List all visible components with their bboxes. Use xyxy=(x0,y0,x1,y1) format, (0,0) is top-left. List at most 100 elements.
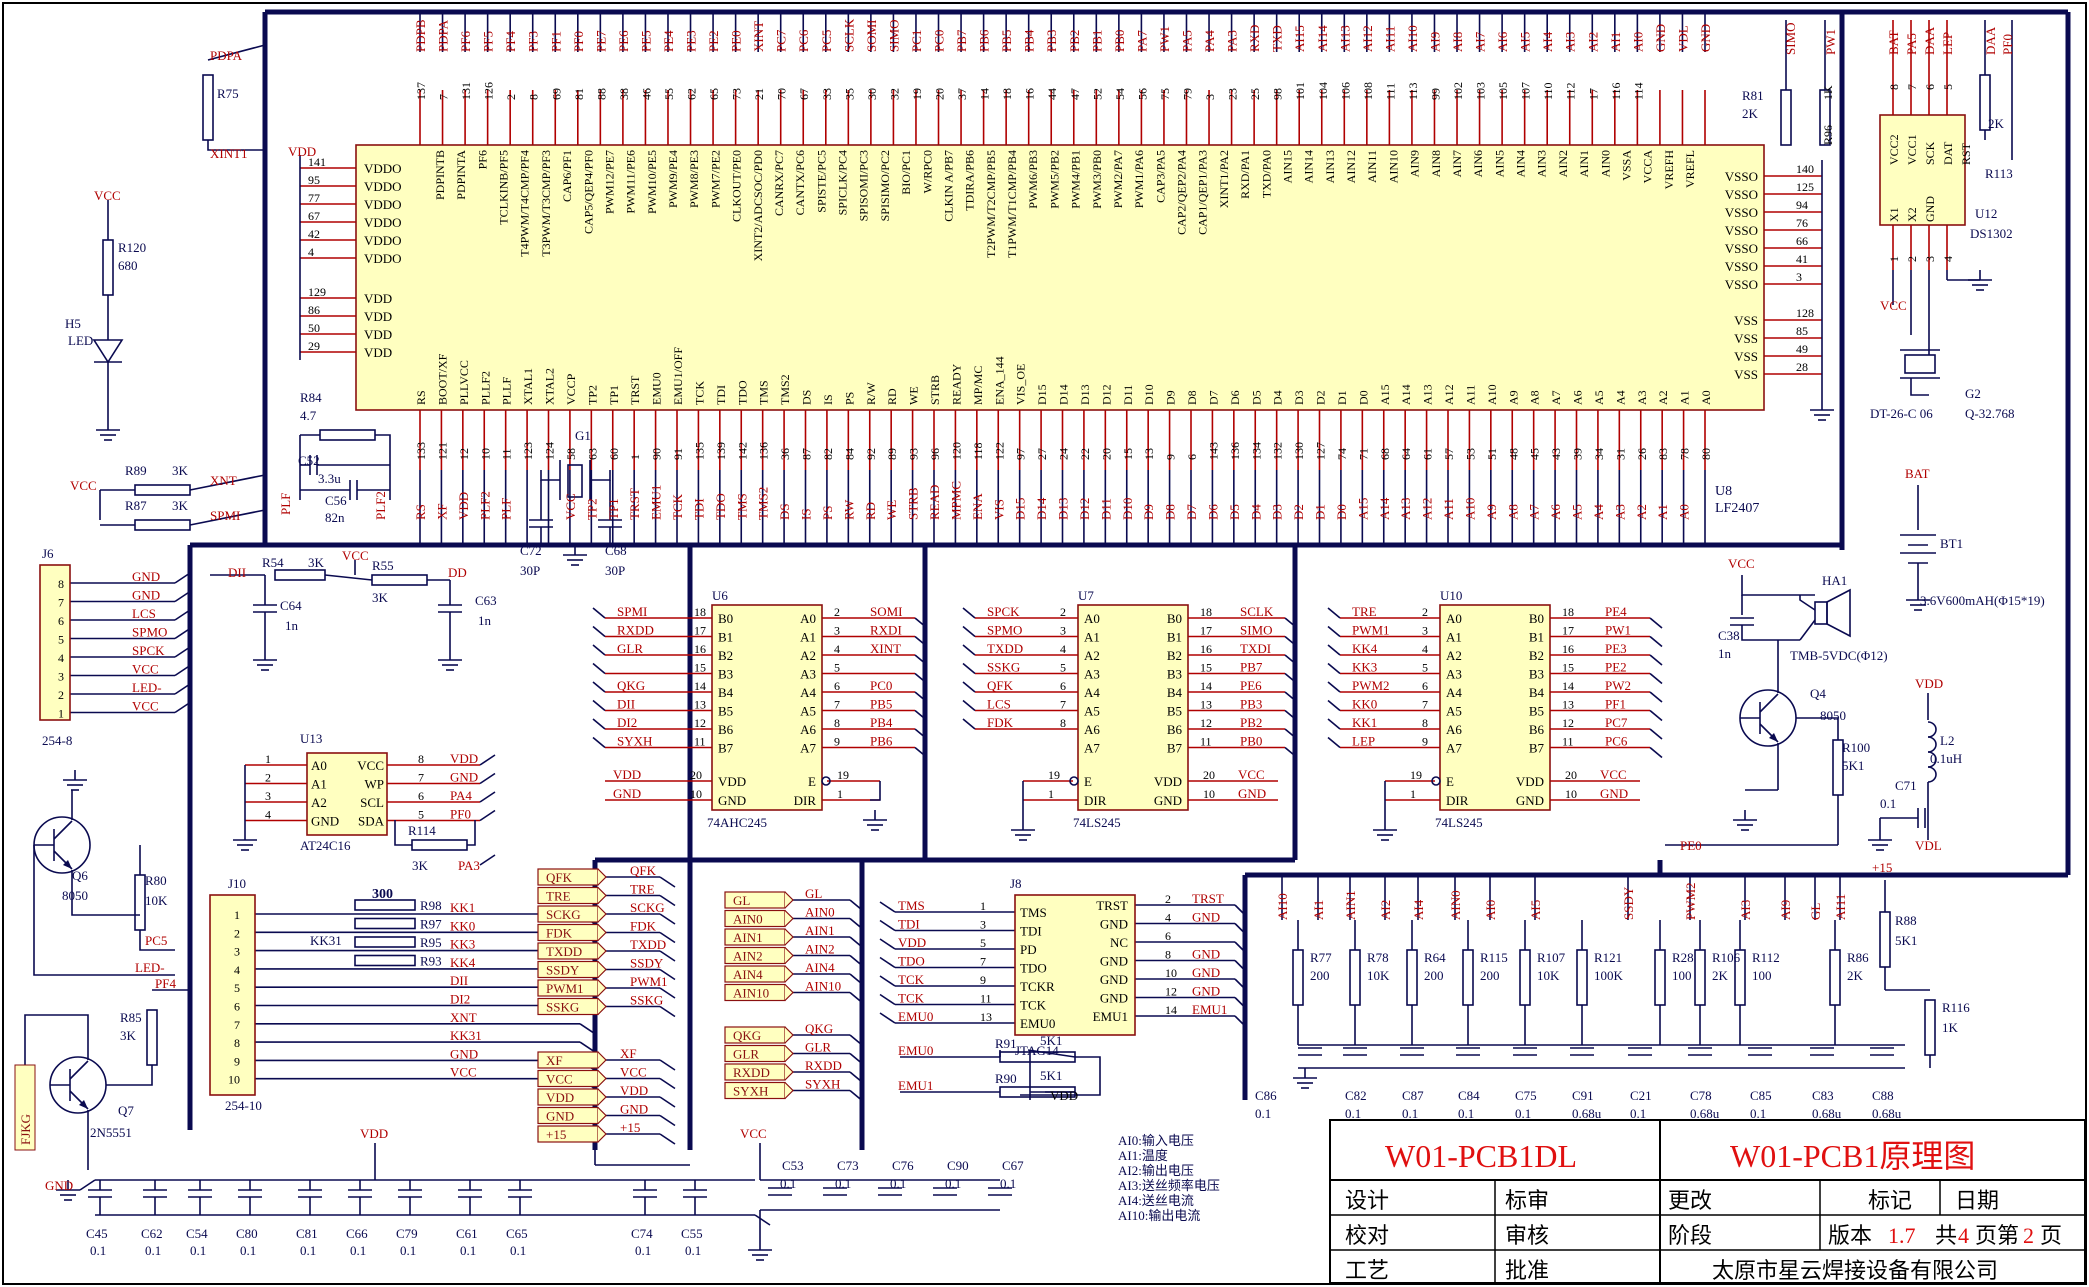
wire xyxy=(914,617,928,629)
j10-ref: J10 xyxy=(228,876,246,891)
u8-top-net: PE3 xyxy=(684,30,699,52)
j8-left-pin: 3 xyxy=(980,918,986,932)
wire xyxy=(1284,654,1298,666)
analog-resistor xyxy=(1462,949,1474,1006)
u8-top-pin: 17 xyxy=(1586,88,1600,100)
j8-left-net: TCK xyxy=(898,972,925,987)
u6-buffer-right-pin: 9 xyxy=(834,735,840,749)
u8-top-pin: 113 xyxy=(1406,82,1420,100)
ground-symbol xyxy=(1810,400,1834,421)
u8-right-pin: 128 xyxy=(1796,306,1814,320)
u7-buffer-right-func: B1 xyxy=(1167,630,1182,645)
u8-bottom-pin: 36 xyxy=(778,448,792,460)
wire xyxy=(479,809,496,822)
c56-capacitor xyxy=(349,480,358,500)
u8-top-pin: 108 xyxy=(1361,82,1375,100)
wire xyxy=(1020,1056,1101,1096)
pdpa-label: PDPA xyxy=(210,48,243,63)
u12-bottom-pin: 4 xyxy=(1941,256,1955,262)
u8-top-func: CAP2/QEP2/PA4 xyxy=(1175,150,1189,235)
wire xyxy=(579,1023,596,1035)
analog-net: AI1 xyxy=(1311,900,1326,920)
analog-resistor-value: 100 xyxy=(1752,968,1772,983)
u8-top-pin: 73 xyxy=(730,88,744,100)
u8-top-pin: 101 xyxy=(1293,82,1307,100)
u8-top-net: SIMO xyxy=(886,19,901,52)
u13-left-pin: 1 xyxy=(265,752,271,766)
u8-top-net: PE5 xyxy=(638,30,653,52)
u10-buffer-body xyxy=(1439,604,1551,811)
wire xyxy=(189,474,266,491)
u8-bottom-pin: 20 xyxy=(1099,448,1113,460)
net-flag xyxy=(537,997,607,1016)
u8-bottom-pin: 142 xyxy=(735,442,749,460)
u8-bottom-net: ENA xyxy=(970,493,985,520)
u7-buffer-body xyxy=(1077,604,1189,811)
net-flag-label: SSDY xyxy=(546,963,580,978)
q7-transistor xyxy=(49,1056,107,1114)
u8-top-net: PA4 xyxy=(1202,30,1217,52)
u8-top-net: VDL xyxy=(1675,25,1690,52)
u12-func: VCC1 xyxy=(1905,134,1919,165)
wire xyxy=(962,699,976,712)
wire xyxy=(914,709,928,722)
wire xyxy=(849,899,863,911)
wire xyxy=(479,854,496,866)
u8-top-pin: 20 xyxy=(933,88,947,100)
u8-top-func: PWM7/PE2 xyxy=(708,150,722,208)
u8-top-func: PDPINTA xyxy=(454,150,468,200)
u8-bottom-func: D11 xyxy=(1121,385,1135,405)
u10-buffer-left-net: PWM1 xyxy=(1352,623,1390,638)
decoupling-value: 0.1 xyxy=(190,1243,206,1258)
decoupling-value: 0.1 xyxy=(945,1176,961,1191)
u6-buffer-right-func: A1 xyxy=(800,630,816,645)
net-label: AIN4 xyxy=(805,960,835,975)
u8-bottom-func: BOOT/XF xyxy=(435,353,449,405)
u8-bottom-func: D2 xyxy=(1314,390,1328,405)
c68-capacitor xyxy=(598,519,622,528)
u12-func: DAT xyxy=(1941,141,1955,165)
u13-right-pin: 8 xyxy=(418,752,424,766)
buzzer-ha1 xyxy=(1814,601,1828,625)
net-label: SSDY xyxy=(630,956,664,971)
net-label: QFK xyxy=(630,863,657,878)
led-label: LED xyxy=(68,333,93,348)
net-flag xyxy=(724,928,794,946)
net-flag-label: GLR xyxy=(733,1047,759,1062)
u6-buffer-part: 74AHC245 xyxy=(707,815,767,830)
u8-bottom-func: EMU0 xyxy=(650,372,664,405)
decoupling-ref: C53 xyxy=(782,1158,804,1173)
u8-bottom-pin: 15 xyxy=(1121,448,1135,460)
emu0-label: EMU0 xyxy=(898,1043,933,1058)
u8-bottom-pin: 60 xyxy=(607,448,621,460)
u8-bottom-net: RD xyxy=(863,502,878,520)
u8-bottom-pin: 1 xyxy=(628,454,642,460)
analog-note: AI10:输出电流 xyxy=(1118,1208,1200,1223)
r85-ref: R85 xyxy=(120,1010,142,1025)
u8-bottom-net: RS xyxy=(413,504,428,520)
analog-capacitor xyxy=(1810,1047,1834,1056)
wire xyxy=(1284,709,1298,722)
xnt-label: XNT xyxy=(210,473,237,488)
wire xyxy=(1234,922,1246,935)
u8-top-pin: 32 xyxy=(887,88,901,100)
u8-top-net: TXD xyxy=(1270,25,1285,52)
u8-right-pin: 76 xyxy=(1796,216,1808,230)
u6-buffer-right-func: A6 xyxy=(800,722,816,737)
wire xyxy=(592,718,606,730)
u8-top-pin: 131 xyxy=(459,82,473,100)
u12-part: DS1302 xyxy=(1970,226,2013,241)
analog-cap-ref: C91 xyxy=(1572,1088,1594,1103)
u8-bottom-func: XTAL1 xyxy=(521,368,535,405)
wire xyxy=(1327,699,1341,712)
u8-top-pin: 46 xyxy=(639,88,653,100)
u10-buffer-left-pin: 8 xyxy=(1422,716,1428,730)
u7-buffer-right-func: B2 xyxy=(1167,648,1182,663)
u8-top-pin: 88 xyxy=(594,88,608,100)
c71-value: 0.1 xyxy=(1880,796,1896,811)
wire xyxy=(849,1089,863,1102)
u8-bottom-func: A0 xyxy=(1699,390,1713,405)
wire xyxy=(1327,644,1341,656)
j6-pin: 4 xyxy=(58,651,64,665)
